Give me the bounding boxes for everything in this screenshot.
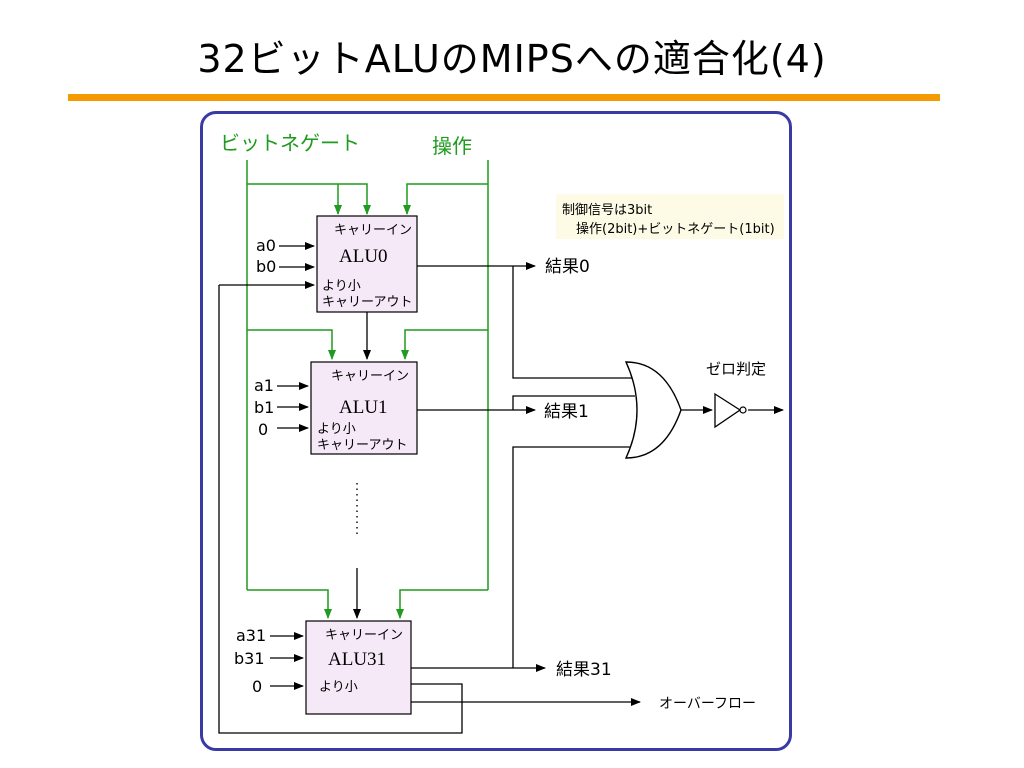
result1-label: 結果1 — [544, 402, 589, 422]
alu0-less: より小 — [322, 279, 361, 294]
operation-label: 操作 — [432, 134, 472, 158]
zero-detect-label: ゼロ判定 — [706, 360, 766, 378]
input-b31: b31 — [234, 649, 265, 668]
alu0-carry-out: キャリーアウト — [322, 295, 412, 310]
title-rule — [68, 94, 940, 101]
or-gate — [624, 361, 682, 459]
alu1-carry-out: キャリーアウト — [317, 438, 407, 453]
note-line2: 操作(2bit)+ビットネゲート(1bit) — [576, 221, 775, 237]
alu31-less: より小 — [319, 680, 358, 695]
note-line1: 制御信号は3bit — [562, 203, 652, 218]
data-wires — [218, 242, 784, 734]
alu31-name: ALU31 — [328, 649, 386, 670]
alu0-carry-in: キャリーイン — [334, 223, 412, 238]
overflow-label: オーバーフロー — [659, 696, 756, 712]
note-box — [556, 194, 784, 239]
input-a0: a0 — [256, 236, 276, 255]
input-less-31: 0 — [252, 677, 262, 696]
alu31-box — [305, 620, 412, 715]
input-b1: b1 — [254, 398, 274, 417]
bitnegate-label: ビットネゲート — [220, 131, 360, 155]
result31-label: 結果31 — [556, 660, 612, 680]
alu1-box — [310, 361, 418, 455]
control-wires — [246, 160, 489, 619]
page-title: 32ビットALUのMIPSへの適合化(4) — [197, 37, 827, 81]
alu1-carry-in: キャリーイン — [331, 369, 409, 384]
alu1-less: より小 — [317, 422, 356, 437]
alu31-carry-in: キャリーイン — [325, 628, 403, 643]
alu0-name: ALU0 — [339, 246, 388, 267]
alu0-box — [316, 215, 418, 313]
input-b0: b0 — [256, 257, 276, 276]
input-a1: a1 — [254, 376, 274, 395]
inverter-gate — [714, 392, 747, 429]
result0-label: 結果0 — [545, 257, 590, 277]
alu1-name: ALU1 — [339, 397, 388, 418]
input-less-1: 0 — [258, 420, 268, 439]
input-a31: a31 — [236, 626, 266, 645]
diagram-frame — [200, 111, 792, 751]
